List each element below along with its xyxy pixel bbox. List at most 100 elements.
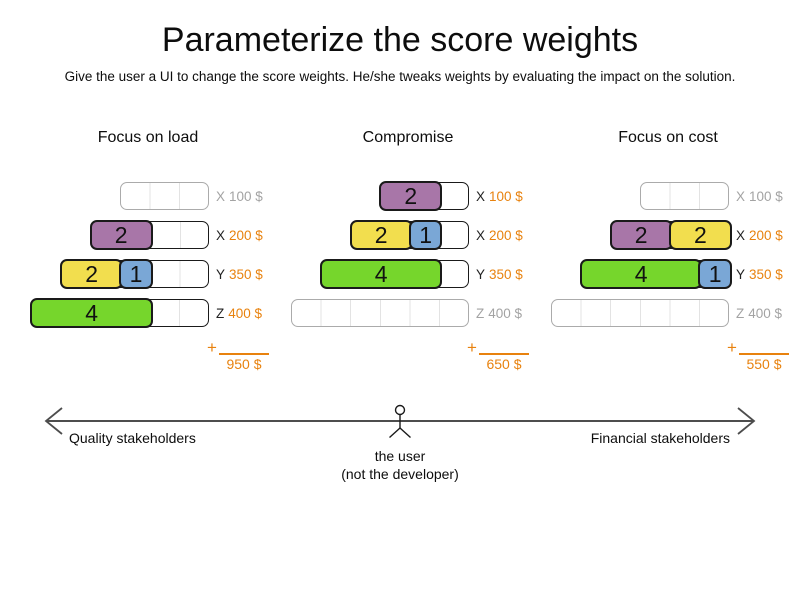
sum-line <box>219 353 269 355</box>
weight-letter: Z <box>476 305 485 321</box>
weight-letter: X <box>216 227 226 243</box>
weight-block-purple: 2 <box>379 181 443 211</box>
weight-price: 400 $ <box>748 305 783 321</box>
total: +950 $ <box>30 338 269 384</box>
weight-letter: Y <box>476 266 486 282</box>
weight-block-green: 4 <box>320 259 443 289</box>
sum-line <box>739 353 789 355</box>
plus-sign: + <box>207 338 217 357</box>
weight-letter: Y <box>736 266 746 282</box>
left-arrowhead-icon <box>44 407 63 435</box>
weight-block-purple: 2 <box>609 220 673 250</box>
weight-price: 100 $ <box>749 188 783 204</box>
plus-sign: + <box>467 338 477 357</box>
weight-bar-track: 4 <box>30 298 209 328</box>
quality-stakeholders-label: Quality stakeholders <box>69 430 196 446</box>
weight-letter: Z <box>736 305 745 321</box>
weight-bar <box>640 182 729 210</box>
page-title: Parameterize the score weights <box>161 21 639 59</box>
weight-bar <box>120 182 209 210</box>
user-sublabel: (not the developer) <box>341 466 459 482</box>
scenario-title: Focus on cost <box>618 129 718 146</box>
weight-letter: X <box>736 188 746 204</box>
weight-price: 200 $ <box>229 227 263 243</box>
total-amount: 650 $ <box>486 356 522 372</box>
weight-block-yellow: 2 <box>60 259 124 289</box>
weight-block-yellow: 2 <box>349 220 413 250</box>
weight-bar: 4 <box>320 259 469 289</box>
weight-bar-track <box>550 182 729 210</box>
weight-price: 350 $ <box>749 266 783 282</box>
weight-bar-track: 2 <box>30 220 209 250</box>
plus-sign: + <box>727 338 737 357</box>
right-arrowhead-icon <box>737 407 756 435</box>
total: +550 $ <box>550 338 789 384</box>
weight-block-yellow: 2 <box>668 220 732 250</box>
total-amount: 950 $ <box>226 356 262 372</box>
weight-letter: X <box>736 227 746 243</box>
financial-stakeholders-label: Financial stakeholders <box>590 430 730 446</box>
weight-letter: Z <box>216 305 225 321</box>
weight-bar-track <box>290 299 469 327</box>
weight-block-blue: 1 <box>698 259 732 289</box>
weight-bar <box>291 299 469 327</box>
weight-block-green: 4 <box>580 259 703 289</box>
weight-bar-track <box>550 299 729 327</box>
weight-letter: X <box>476 227 486 243</box>
total-amount: 550 $ <box>746 356 782 372</box>
weight-letter: Y <box>216 266 226 282</box>
total: +650 $ <box>290 338 529 384</box>
weight-letter: X <box>216 188 226 204</box>
scenario-title: Compromise <box>362 129 454 146</box>
weight-price: 100 $ <box>229 188 263 204</box>
user-stick-figure-icon <box>389 404 411 439</box>
weight-bar-track: 2 <box>290 181 469 211</box>
user-label: the user <box>374 448 426 464</box>
weight-bar: 4 <box>30 298 209 328</box>
weight-block-blue: 1 <box>119 259 153 289</box>
weight-price: 400 $ <box>488 305 523 321</box>
stakeholder-axis <box>44 404 756 439</box>
weight-price: 200 $ <box>749 227 783 243</box>
weight-block-blue: 1 <box>408 220 443 250</box>
weight-bar: 2 <box>379 181 469 211</box>
weight-bar: 2 <box>89 220 209 250</box>
scenario-title: Focus on load <box>97 129 199 146</box>
weight-price: 100 $ <box>489 188 523 204</box>
weight-price: 350 $ <box>229 266 263 282</box>
